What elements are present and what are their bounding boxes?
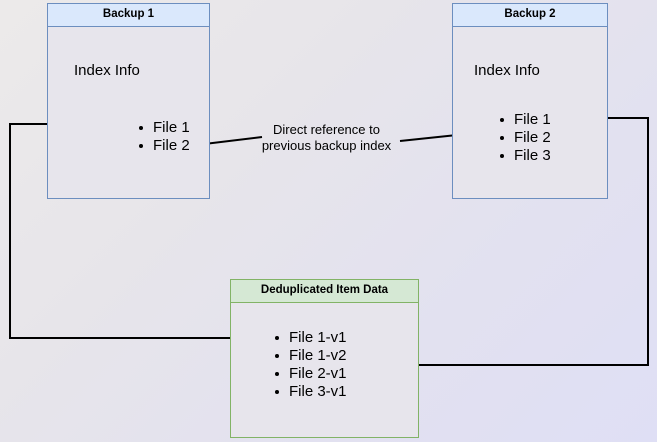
list-item: File 1 <box>137 119 190 137</box>
deduplicated-file-list: File 1-v1 File 1-v2 File 2-v1 File 3-v1 <box>273 329 347 401</box>
list-item: File 1 <box>498 111 551 129</box>
list-item: File 3 <box>498 147 551 165</box>
node-backup-2-body: Index Info File 1 File 2 File 3 <box>453 27 607 198</box>
node-deduplicated-item-data-header: Deduplicated Item Data <box>231 280 418 303</box>
node-backup-2-header: Backup 2 <box>453 4 607 27</box>
backup-2-file-list: File 1 File 2 File 3 <box>498 111 551 165</box>
backup-2-index-info-label: Index Info <box>474 62 540 79</box>
list-item: File 2 <box>498 129 551 147</box>
node-deduplicated-item-data[interactable]: Deduplicated Item Data File 1-v1 File 1-… <box>230 279 419 438</box>
list-item: File 2 <box>137 137 190 155</box>
node-deduplicated-item-data-body: File 1-v1 File 1-v2 File 2-v1 File 3-v1 <box>231 303 418 437</box>
node-backup-2[interactable]: Backup 2 Index Info File 1 File 2 File 3 <box>452 3 608 199</box>
backup-1-file-list: File 1 File 2 <box>137 119 190 155</box>
list-item: File 2-v1 <box>273 365 347 383</box>
list-item: File 1-v1 <box>273 329 347 347</box>
edge-label-direct-reference: Direct reference to previous backup inde… <box>261 122 392 153</box>
node-backup-1-body: Index Info File 1 File 2 <box>48 27 209 198</box>
backup-1-index-info-label: Index Info <box>74 62 140 79</box>
node-backup-1-header: Backup 1 <box>48 4 209 27</box>
list-item: File 3-v1 <box>273 383 347 401</box>
list-item: File 1-v2 <box>273 347 347 365</box>
node-backup-1[interactable]: Backup 1 Index Info File 1 File 2 <box>47 3 210 199</box>
